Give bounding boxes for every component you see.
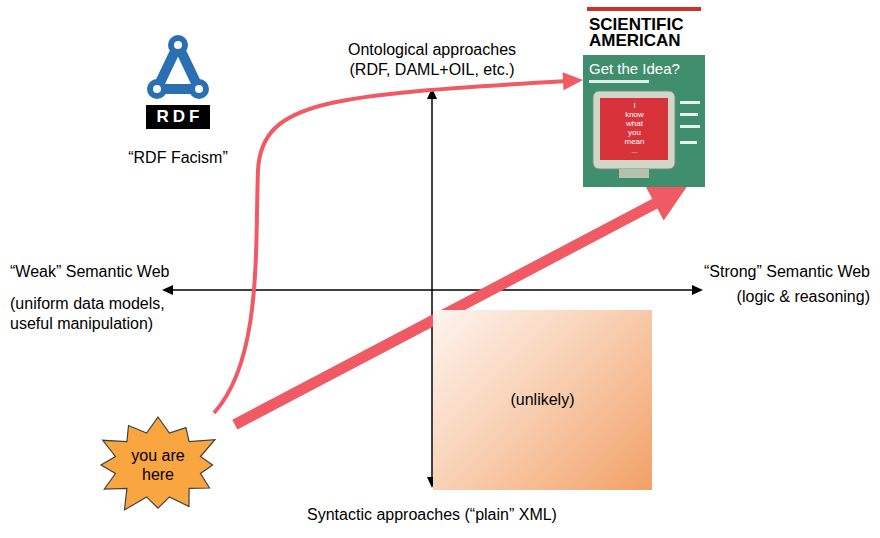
cover-text-line: [680, 113, 698, 116]
cover-masthead: [583, 5, 705, 55]
starburst-text: you are here: [126, 446, 190, 484]
axis-label: (RDF, DAML+OIL, etc.): [350, 60, 515, 80]
logo-node-hole: [153, 85, 161, 93]
monitor-screen: [600, 98, 668, 160]
horizontal-axis: [171, 289, 694, 291]
logo-wordmark: RDF: [146, 105, 210, 129]
monitor-body: [593, 91, 675, 169]
gradient-region: (unlikely): [433, 310, 652, 490]
axis-arrowhead: [162, 285, 173, 295]
axis-arrowhead: [692, 285, 703, 295]
rdf-logo-graphic: [146, 33, 210, 105]
logo-node-hole: [195, 85, 203, 93]
axis-label: (logic & reasoning): [737, 287, 870, 307]
axis-label: Syntactic approaches (“plain” XML): [307, 505, 557, 525]
cover-text-line: [680, 141, 697, 144]
cover-strapline: [589, 80, 649, 83]
starburst-shape: [90, 413, 226, 517]
logo-caption: “RDF Facism”: [123, 148, 233, 168]
cover-headline: Get the Idea?: [589, 60, 680, 78]
axis-label: “Strong” Semantic Web: [704, 262, 870, 282]
axis-label: Ontological approaches: [348, 40, 516, 60]
cover-ground: [583, 5, 705, 187]
axis-label: (uniform data models, useful manipulatio…: [10, 294, 188, 334]
cover-banner: [587, 7, 701, 11]
arrowhead: [563, 72, 584, 90]
cover-text-line: [680, 125, 700, 128]
magazine-cover: SCIENTIFIC AMERICAN Get the Idea? I know w…: [583, 5, 705, 187]
arrowhead: [646, 187, 687, 221]
magazine-title: SCIENTIFIC AMERICAN: [589, 17, 701, 49]
logo-node-hole: [174, 41, 182, 49]
axis-label: “Weak” Semantic Web: [10, 262, 169, 282]
rdf-logo: RDF “RDF Facism”: [123, 33, 233, 173]
starburst-outline: [101, 417, 215, 510]
logo-node: [168, 35, 188, 55]
screen-text: I know what you mean ...: [624, 101, 645, 155]
cover-text-line: [680, 101, 700, 104]
monitor-stand: [619, 169, 649, 178]
region-text: (unlikely): [510, 390, 574, 410]
starburst: you are here: [90, 413, 226, 517]
logo-node: [189, 79, 209, 99]
logo-node: [147, 79, 167, 99]
